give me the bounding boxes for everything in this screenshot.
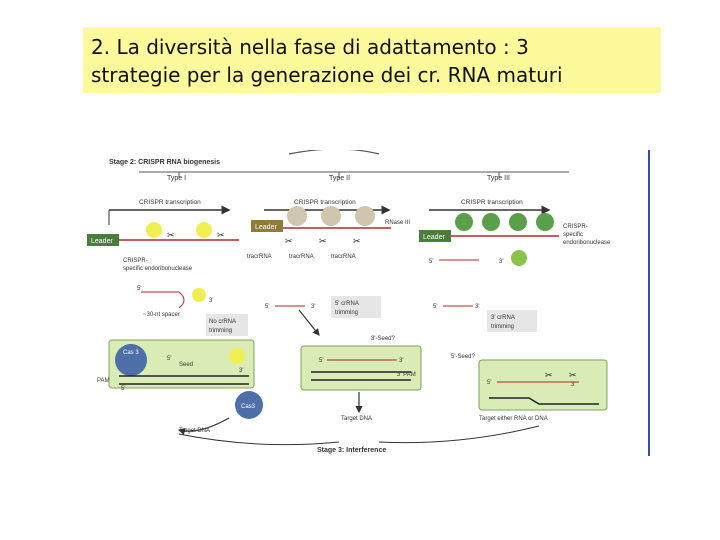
type3-transcription-label: CRISPR transcription	[461, 199, 523, 206]
type1-strand-five: 5'	[121, 386, 125, 392]
type2-target-dna: Target DNA	[341, 416, 372, 422]
type1-spacer-label: ~30-nt spacer	[143, 312, 180, 318]
type2-leader-label: Leader	[255, 224, 277, 231]
type2-label: Type II	[329, 175, 350, 182]
cas3-protein	[115, 344, 147, 376]
type3-cas6-3	[509, 213, 527, 231]
type3-target-strand	[489, 397, 599, 405]
stage3-arrow-right	[378, 425, 540, 444]
type3-five-prime: 5'	[429, 259, 433, 265]
type2-five-trim-1: 5' crRNA	[335, 301, 359, 307]
type2-tracr-3: tracrRNA	[331, 254, 356, 260]
type3-interference-panel	[478, 359, 608, 411]
type3-label: Type III	[487, 175, 510, 182]
type1-three-prime: 3'	[209, 298, 213, 304]
five-seed-label: 5'-Seed?	[451, 354, 475, 360]
type3-leader-box	[419, 230, 451, 242]
type2-leader-box	[251, 220, 283, 232]
crispr-figure: Stage 2: CRISPR RNA biogenesis Type I Ty…	[79, 148, 650, 456]
type3-five-prime-2: 5'	[433, 304, 437, 310]
type1-leader-label: Leader	[91, 238, 113, 245]
type3-panel-five: 5'	[487, 380, 491, 386]
type1-target-dna: Target DNA	[179, 428, 210, 434]
type3-three-prime-2: 3'	[475, 304, 479, 310]
type2-down-arrow	[298, 309, 320, 336]
rnase3-label: RNase III	[385, 220, 410, 226]
type3-cas6-free	[511, 250, 527, 266]
type3-endo-2: specific	[563, 232, 583, 238]
type2-rnase-1	[287, 206, 307, 226]
type1-no-trim-1: No crRNA	[209, 319, 236, 325]
slide-title-line-1: 2. La diversità nella fase di adattament…	[91, 35, 529, 59]
type1-hairpin-2	[196, 222, 212, 238]
type2-transcription-label: CRISPR transcription	[294, 199, 356, 206]
type1-leader-box	[87, 234, 119, 246]
type1-transcription-label: CRISPR transcription	[139, 199, 201, 206]
type3-endo-1: CRISPR-	[563, 224, 588, 230]
type3-three-trim-1: 3' crRNA	[491, 315, 515, 321]
type1-panel-hairpin	[229, 348, 245, 364]
type1-endo-label-2: specific endoribonuclease	[123, 266, 193, 272]
cas3-small-label: Cas3	[241, 404, 256, 410]
type1-no-trim-box	[206, 314, 248, 336]
type1-scissors-1: ✂	[167, 230, 175, 240]
crispr-diagram: Stage 2: CRISPR RNA biogenesis Type I Ty…	[87, 148, 611, 454]
type2-five-trim-2: trimming	[335, 310, 358, 316]
type3-leader-label: Leader	[423, 234, 445, 241]
type2-tracr-1: tracrRNA	[247, 254, 272, 260]
type2-scissors-1: ✂	[285, 236, 293, 246]
type2-five-prime: 5'	[265, 304, 269, 310]
type1-panel-five: 5'	[167, 356, 171, 362]
slide-title-line-2: strategie per la generazione dei cr. RNA…	[91, 63, 563, 87]
type3-scissors-2: ✂	[569, 370, 577, 380]
type1-target-arrow	[177, 417, 230, 435]
type3-target-either: Target either RNA or DNA	[479, 416, 548, 422]
slide-title-box: 2. La diversità nella fase di adattament…	[83, 27, 661, 93]
type2-scissors-3: ✂	[353, 236, 361, 246]
type2-rnase-2	[321, 206, 341, 226]
top-connector	[288, 148, 380, 155]
type3-scissors-1: ✂	[545, 370, 553, 380]
three-seed-label: 3'-Seed?	[371, 336, 395, 342]
type3-cas6-2	[482, 213, 500, 231]
cas3-label: Cas 3	[123, 350, 139, 356]
type3-cas6-4	[536, 213, 554, 231]
type3-three-trim-2: trimming	[491, 324, 514, 330]
type3-cas6-1	[455, 213, 473, 231]
type3-three-prime: 3'	[499, 259, 503, 265]
type1-hairpin-1	[146, 222, 162, 238]
type2-tracr-2: tracrRNA	[289, 254, 314, 260]
type1-panel-three: 3'	[239, 368, 243, 374]
type1-five-prime: 5'	[137, 286, 141, 292]
type3-panel-three: 3'	[571, 382, 575, 388]
type2-five-trim-box	[331, 296, 381, 318]
type1-crrna-hairpin	[192, 288, 206, 302]
pam-label: PAM	[97, 378, 110, 384]
type3-endo-3: endoribonuclease	[563, 240, 611, 246]
type2-three-prime: 3'	[311, 304, 315, 310]
type1-scissors-2: ✂	[217, 230, 225, 240]
type3-three-trim-box	[487, 310, 537, 332]
stage2-label: Stage 2: CRISPR RNA biogenesis	[109, 159, 220, 166]
type1-no-trim-2: trimming	[209, 328, 232, 334]
type1-endo-label-1: CRISPR-	[123, 258, 148, 264]
type2-panel-five: 5'	[319, 358, 323, 364]
type2-interference-panel	[300, 345, 422, 391]
stage3-label: Stage 3: Interference	[317, 447, 386, 454]
cas3-small	[235, 391, 263, 419]
type1-crrna	[141, 291, 185, 309]
type1-label: Type I	[167, 175, 186, 182]
type2-panel-three: 3'	[399, 358, 403, 364]
three-pam-label: 3' PAM	[397, 372, 416, 378]
type2-rnase-3	[355, 206, 375, 226]
type2-scissors-2: ✂	[319, 236, 327, 246]
seed-label: Seed	[179, 362, 193, 368]
stage3-arrow-left	[178, 433, 340, 446]
